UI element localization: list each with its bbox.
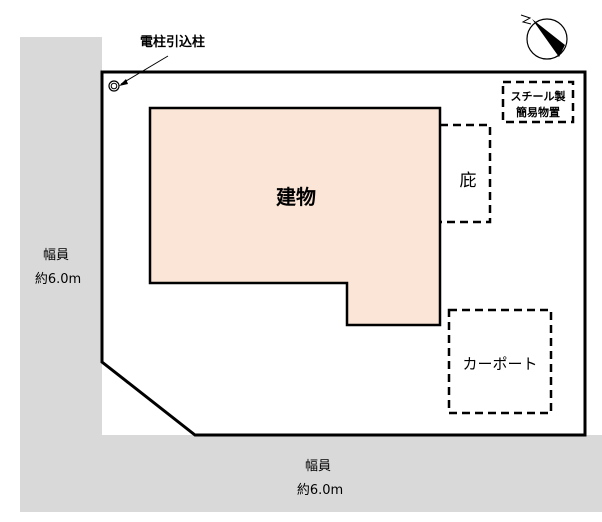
eave-label: 庇 [460,171,477,191]
building [148,106,442,327]
storage-label-line1: スチール製 [511,89,567,103]
road-left-width-value: 約6.0m [35,272,81,287]
storage-outline [501,80,575,124]
road-bottom-width-value: 約6.0m [297,483,343,498]
north-compass-icon [520,14,568,60]
road-bottom [20,435,602,512]
carport-outline [447,308,553,415]
road-bottom-width-label: 幅員 [305,459,331,474]
road-left [20,37,102,512]
carport-label: カーポート [462,355,537,373]
storage-label-line2: 簡易物置 [516,105,560,119]
building-label: 建物 [276,185,316,209]
pole-leader-line [120,55,169,85]
eave-outline [440,123,492,224]
pole-label: 電柱引込柱 [140,34,205,50]
road-left-width-label: 幅員 [43,248,69,263]
leader-arrowhead [119,79,128,86]
